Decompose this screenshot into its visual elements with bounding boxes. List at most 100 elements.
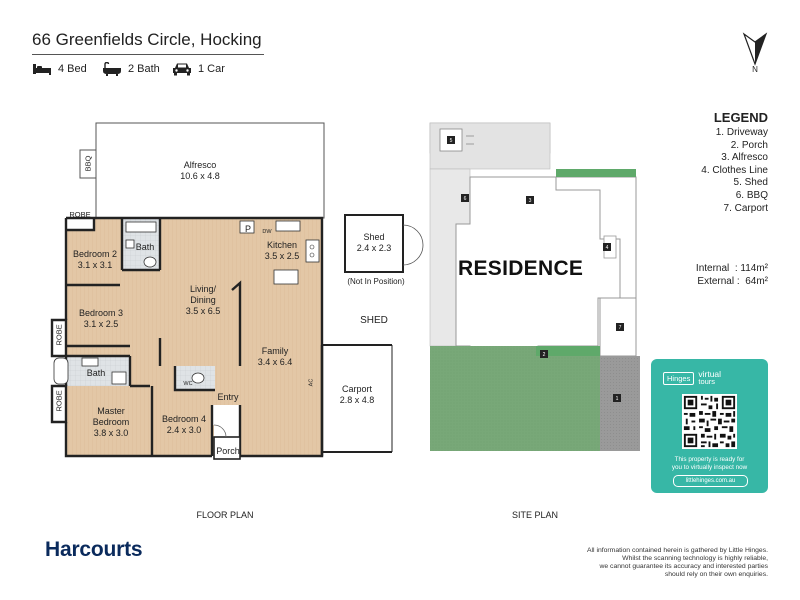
carport-name: Carport xyxy=(341,384,372,394)
legend: LEGEND 1. Driveway 2. Porch 3. Alfresco … xyxy=(690,110,768,215)
legend-item: 5. Shed xyxy=(733,177,768,189)
legend-item: 6. BBQ xyxy=(735,189,768,201)
living-name: Living/ xyxy=(189,284,216,294)
disclaimer-line: we cannot guarantee its accuracy and int… xyxy=(599,563,768,570)
bbq-label: BBQ xyxy=(83,155,93,172)
carport-label: Carport 2.8 x 4.8 xyxy=(327,384,387,406)
robe-bottom-label: ROBE xyxy=(54,390,64,412)
marker-driveway: 1 xyxy=(616,396,619,402)
hinges-sub2: tours xyxy=(698,377,716,386)
virtual-tour-card[interactable]: Hinges virtual tours xyxy=(651,359,768,493)
shed-heading: SHED xyxy=(360,315,388,326)
tour-message-line2: you to virtually inspect now xyxy=(671,464,748,471)
living-label: Living/ Dining 3.5 x 6.5 xyxy=(178,284,228,317)
marker-clothes-line: 4 xyxy=(606,245,609,251)
property-address: 66 Greenfields Circle, Hocking xyxy=(32,30,262,49)
title-divider xyxy=(32,54,264,55)
porch-label: Porch xyxy=(216,446,240,456)
shed-outline xyxy=(344,214,424,273)
kitchen-label: Kitchen 3.5 x 2.5 xyxy=(255,240,309,262)
dishwasher-label: DW xyxy=(262,229,272,235)
car-count: 1 Car xyxy=(198,63,225,75)
bed-count: 4 Bed xyxy=(58,63,87,75)
marker-porch: 2 xyxy=(543,352,546,358)
robe-top-label: ROBE xyxy=(69,210,91,219)
alfresco-label: Alfresco 10.6 x 4.8 xyxy=(170,160,230,182)
marker-alfresco: 3 xyxy=(529,198,532,204)
carport-outline xyxy=(322,344,393,453)
legend-title: LEGEND xyxy=(713,110,768,125)
alfresco-size: 10.6 x 4.8 xyxy=(180,171,220,181)
bedroom2-label: Bedroom 2 3.1 x 3.1 xyxy=(68,249,122,271)
bedroom3-name: Bedroom 3 xyxy=(78,308,124,318)
feature-cars: 1 Car xyxy=(172,60,225,78)
shed-name: Shed xyxy=(363,232,385,242)
bedroom3-label: Bedroom 3 3.1 x 2.5 xyxy=(72,308,130,330)
feature-beds: 4 Bed xyxy=(32,60,87,78)
wc-label: WC xyxy=(183,381,193,387)
family-name: Family xyxy=(261,346,289,356)
bath-mid-label: Bath xyxy=(86,368,106,378)
harcourts-logo: Harcourts xyxy=(45,538,143,561)
shed-size: 2.4 x 2.3 xyxy=(356,243,392,253)
shed-note: (Not In Position) xyxy=(347,277,405,286)
master-name: Master xyxy=(97,406,125,416)
carport-size: 2.8 x 4.8 xyxy=(339,395,375,405)
living-name2: Dining xyxy=(190,295,216,305)
disclaimer-line: should rely on their own enquiries. xyxy=(664,571,768,578)
house-walls xyxy=(50,216,324,458)
bedroom2-name: Bedroom 2 xyxy=(72,249,118,259)
disclaimer: All information contained herein is gath… xyxy=(540,547,768,579)
bedroom4-label: Bedroom 4 2.4 x 3.0 xyxy=(155,414,213,436)
alfresco-area xyxy=(95,122,325,219)
family-size: 3.4 x 6.4 xyxy=(257,357,293,367)
site-markers: 1 2 3 4 5 6 7 xyxy=(447,136,624,402)
legend-item: 3. Alfresco xyxy=(721,152,768,164)
bedroom4-size: 2.4 x 3.0 xyxy=(166,425,202,435)
virtual-tour-message: This property is ready for you to virtua… xyxy=(655,456,764,472)
area-summary: Internal : 114m² External : 64m² xyxy=(664,262,768,288)
virtual-tour-link[interactable]: littlehinges.com.au xyxy=(673,475,748,487)
entry-label: Entry xyxy=(217,392,239,402)
marker-carport: 7 xyxy=(619,325,622,331)
porch-outline xyxy=(213,436,241,460)
bedroom2-size: 3.1 x 3.1 xyxy=(77,260,113,270)
bedroom3-size: 3.1 x 2.5 xyxy=(83,319,119,329)
bbq-outline xyxy=(79,149,97,179)
bath-fittings xyxy=(53,221,205,385)
internal-area: Internal : 114m² xyxy=(695,263,768,274)
qr-code-icon xyxy=(682,394,737,449)
legend-item: 2. Porch xyxy=(730,139,768,151)
tour-message-line1: This property is ready for xyxy=(674,456,745,463)
marker-bbq: 6 xyxy=(464,196,467,202)
ac-label: AC xyxy=(308,378,315,387)
bed-icon xyxy=(33,64,51,75)
bedroom4-name: Bedroom 4 xyxy=(161,414,207,424)
car-icon xyxy=(173,63,191,76)
feature-baths: 2 Bath xyxy=(102,60,160,78)
north-arrow-icon: N xyxy=(742,32,768,74)
qr-code[interactable] xyxy=(682,394,737,449)
master-bedroom-label: Master Bedroom 3.8 x 3.0 xyxy=(82,406,140,439)
legend-item: 7. Carport xyxy=(723,202,768,214)
bath-top-label: Bath xyxy=(135,242,155,252)
master-name2: Bedroom xyxy=(92,417,130,427)
bath-icon xyxy=(103,62,121,76)
disclaimer-line: All information contained herein is gath… xyxy=(587,547,768,554)
alfresco-name: Alfresco xyxy=(183,160,217,170)
north-label: N xyxy=(752,65,758,74)
kitchen-name: Kitchen xyxy=(266,240,298,250)
bath-count: 2 Bath xyxy=(128,63,160,75)
pantry-label: P xyxy=(245,224,252,234)
external-area: External : 64m² xyxy=(697,276,768,287)
robe-mid-label: ROBE xyxy=(54,324,64,346)
marker-shed: 5 xyxy=(450,138,453,144)
site-plan-drawing xyxy=(429,122,640,451)
kitchen-size: 3.5 x 2.5 xyxy=(264,251,300,261)
disclaimer-line: Whilst the scanning technology is highly… xyxy=(622,555,768,562)
hinges-logo: Hinges virtual tours xyxy=(663,368,721,388)
shed-room-label: Shed 2.4 x 2.3 xyxy=(350,232,398,254)
legend-item: 4. Clothes Line xyxy=(701,164,768,176)
